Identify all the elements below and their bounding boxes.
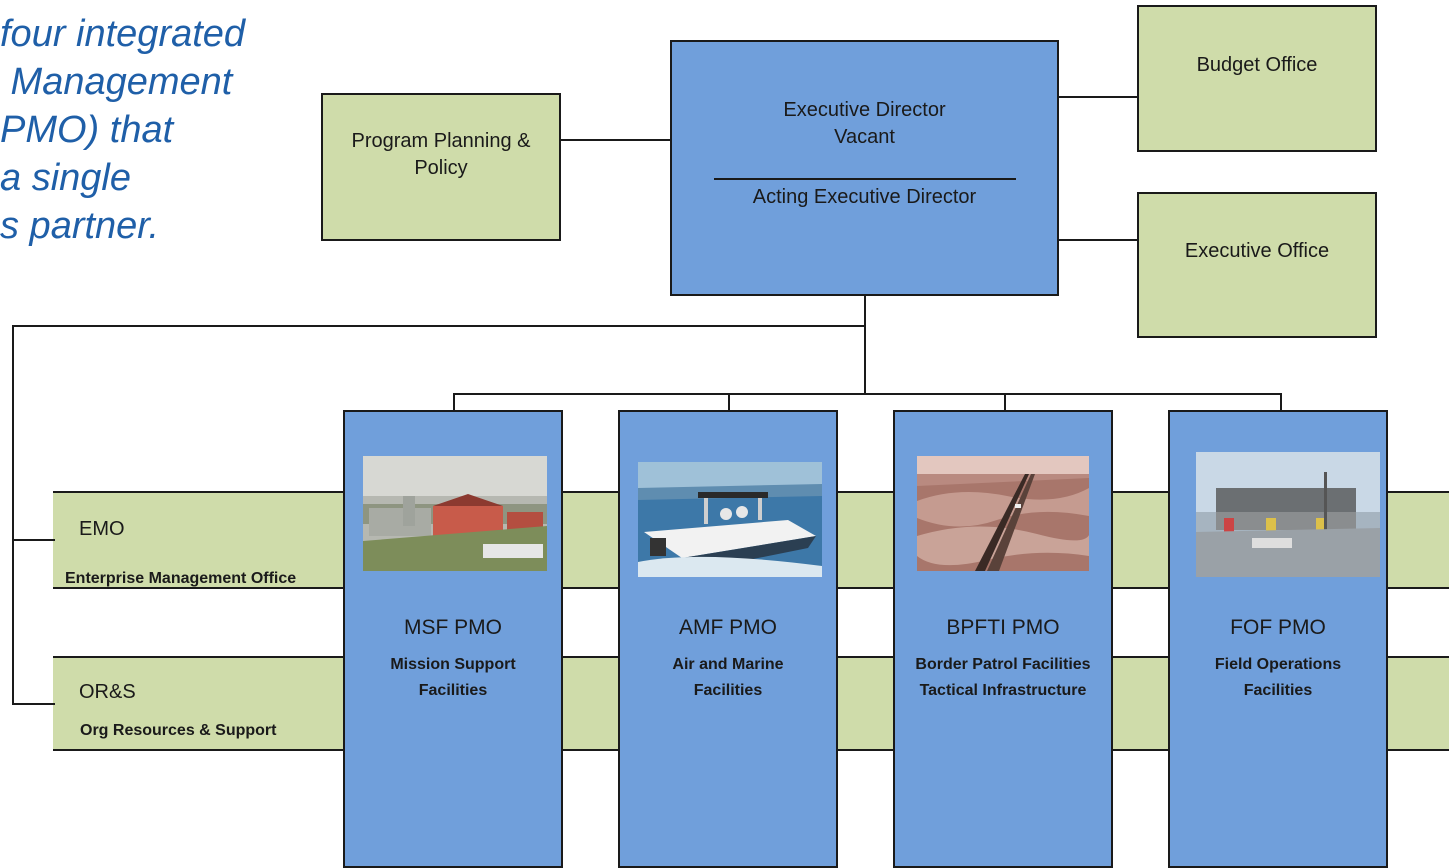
pmo-box-amf: AMF PMO Air and Marine Facilities: [618, 410, 838, 868]
pmo-box-bpfti: BPFTI PMO Border Patrol Facilities Tacti…: [893, 410, 1113, 868]
connector-exec-office: [1057, 239, 1139, 241]
ors-title: OR&S: [79, 681, 136, 703]
pmo-box-msf: MSF PMO Mission Support Facilities: [343, 410, 563, 868]
emo-subtitle: Enterprise Management Office: [65, 570, 297, 587]
pmo-box-fof: FOF PMO Field Operations Facilities: [1168, 410, 1388, 868]
pmo-subtitle-line1: Field Operations: [1214, 656, 1342, 673]
fof-port-photo: [1196, 452, 1380, 577]
ors-subtitle: Org Resources & Support: [80, 722, 277, 739]
acting-executive-director: Acting Executive Director: [752, 186, 977, 208]
connector-emo: [12, 539, 55, 541]
bpfti-fence-photo: [917, 456, 1089, 571]
program-planning-box: Program Planning & Policy: [321, 93, 561, 241]
amf-boat-photo: [638, 462, 822, 577]
connector-left-spine: [12, 325, 14, 705]
connector-pmo-drop: [1280, 393, 1282, 412]
pmo-subtitle-line2: Facilities: [1243, 682, 1313, 699]
emo-title: EMO: [79, 518, 125, 540]
intro-line: a single: [0, 157, 131, 199]
connector-pmo-drop: [1004, 393, 1006, 412]
executive-office-box: Executive Office: [1137, 192, 1377, 338]
executive-office-label: Executive Office: [1184, 240, 1330, 262]
pmo-subtitle: Mission Support Facilities: [345, 652, 561, 704]
executive-director-divider: [714, 178, 1016, 180]
connector-pmo-drop: [728, 393, 730, 412]
executive-director-box: Executive Director Vacant Acting Executi…: [670, 40, 1059, 296]
connector-left-branch: [12, 325, 866, 327]
connector-trunk: [864, 294, 866, 395]
budget-office-label: Budget Office: [1196, 54, 1318, 76]
intro-line: s partner.: [0, 205, 160, 247]
executive-director-status: Vacant: [834, 126, 895, 148]
connector-pmo-bar: [453, 393, 1282, 395]
executive-director-title: Executive Director: [783, 99, 946, 121]
pmo-subtitle: Border Patrol Facilities Tactical Infras…: [895, 652, 1111, 704]
pmo-subtitle-line2: Facilities: [693, 682, 763, 699]
pmo-title: BPFTI PMO: [946, 616, 1060, 639]
pmo-title: MSF PMO: [404, 616, 502, 639]
msf-facility-photo: [363, 456, 547, 571]
intro-line: four integrated: [0, 13, 246, 55]
pmo-title: FOF PMO: [1230, 616, 1326, 639]
pmo-title: AMF PMO: [679, 616, 777, 639]
program-planning-line2: Policy: [414, 157, 468, 179]
budget-office-box: Budget Office: [1137, 5, 1377, 152]
pmo-subtitle: Field Operations Facilities: [1170, 652, 1386, 704]
connector-budget: [1057, 96, 1139, 98]
connector-pmo-drop: [453, 393, 455, 412]
pmo-subtitle-line2: Tactical Infrastructure: [919, 682, 1087, 699]
pmo-subtitle-line1: Mission Support: [390, 656, 516, 673]
pmo-subtitle-line2: Facilities: [418, 682, 488, 699]
pmo-subtitle-line1: Air and Marine: [672, 656, 784, 673]
pmo-subtitle-line1: Border Patrol Facilities: [915, 656, 1091, 673]
intro-line: PMO) that: [0, 109, 174, 151]
pmo-subtitle: Air and Marine Facilities: [620, 652, 836, 704]
connector-planning: [561, 139, 672, 141]
connector-ors: [12, 703, 55, 705]
intro-line: Management: [0, 61, 233, 103]
program-planning-line1: Program Planning &: [351, 130, 531, 152]
intro-text: four integrated Management PMO) that a s…: [0, 10, 245, 250]
